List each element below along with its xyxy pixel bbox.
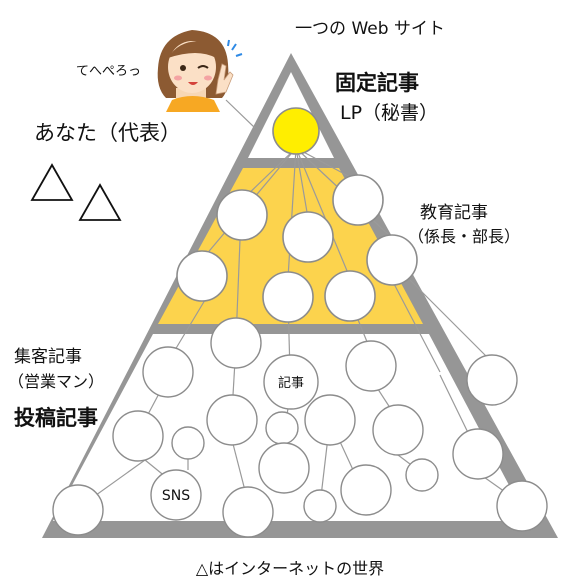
tier-top-subtitle: LP（秘書） xyxy=(340,102,438,124)
node-post xyxy=(142,346,194,398)
node-post xyxy=(340,464,392,516)
node-education xyxy=(366,234,418,286)
footer-note: △はインターネットの世界 xyxy=(196,559,384,578)
node-post xyxy=(466,354,518,406)
node-post xyxy=(210,317,262,369)
tier-bottom-title: 集客記事 xyxy=(14,347,82,367)
node-education xyxy=(176,250,228,302)
article-node-label: 記事 xyxy=(278,375,304,391)
node-education xyxy=(216,189,268,241)
node-education xyxy=(262,271,314,323)
node-fixed-article xyxy=(272,107,320,155)
node-post xyxy=(372,404,424,456)
node-education xyxy=(332,174,384,226)
node-post xyxy=(496,480,548,532)
persona-speech: てへぺろっ xyxy=(76,64,141,79)
node-sns xyxy=(150,469,202,521)
node-post xyxy=(303,489,337,523)
tier-bottom-emphasis: 投稿記事 xyxy=(14,406,98,430)
tier-top-title: 固定記事 xyxy=(335,71,419,95)
avatar-illustration xyxy=(157,30,243,112)
node-post xyxy=(112,410,164,462)
tier-bottom-subtitle: （営業マン） xyxy=(8,372,104,391)
site-title: 一つの Web サイト xyxy=(295,19,445,39)
node-post xyxy=(222,486,274,538)
node-post xyxy=(452,428,504,480)
middle-tier-nodes xyxy=(176,174,418,323)
persona-label: あなた（代表） xyxy=(34,121,181,145)
node-post xyxy=(263,354,319,410)
node-post xyxy=(265,411,299,445)
bottom-tier-nodes xyxy=(52,317,548,538)
sns-node-label: SNS xyxy=(162,488,190,504)
node-post xyxy=(304,394,356,446)
triangle-mark xyxy=(30,163,74,201)
triangle-mark xyxy=(78,183,122,221)
node-education xyxy=(324,270,376,322)
node-post xyxy=(171,426,205,460)
node-post xyxy=(206,394,258,446)
node-education xyxy=(282,211,334,263)
tier-middle-title: 教育記事 xyxy=(420,203,488,223)
node-post xyxy=(345,340,397,392)
node-post xyxy=(258,442,310,494)
tier-middle-subtitle: （係長・部長） xyxy=(408,227,520,246)
node-post xyxy=(52,484,104,536)
node-post xyxy=(405,458,439,492)
